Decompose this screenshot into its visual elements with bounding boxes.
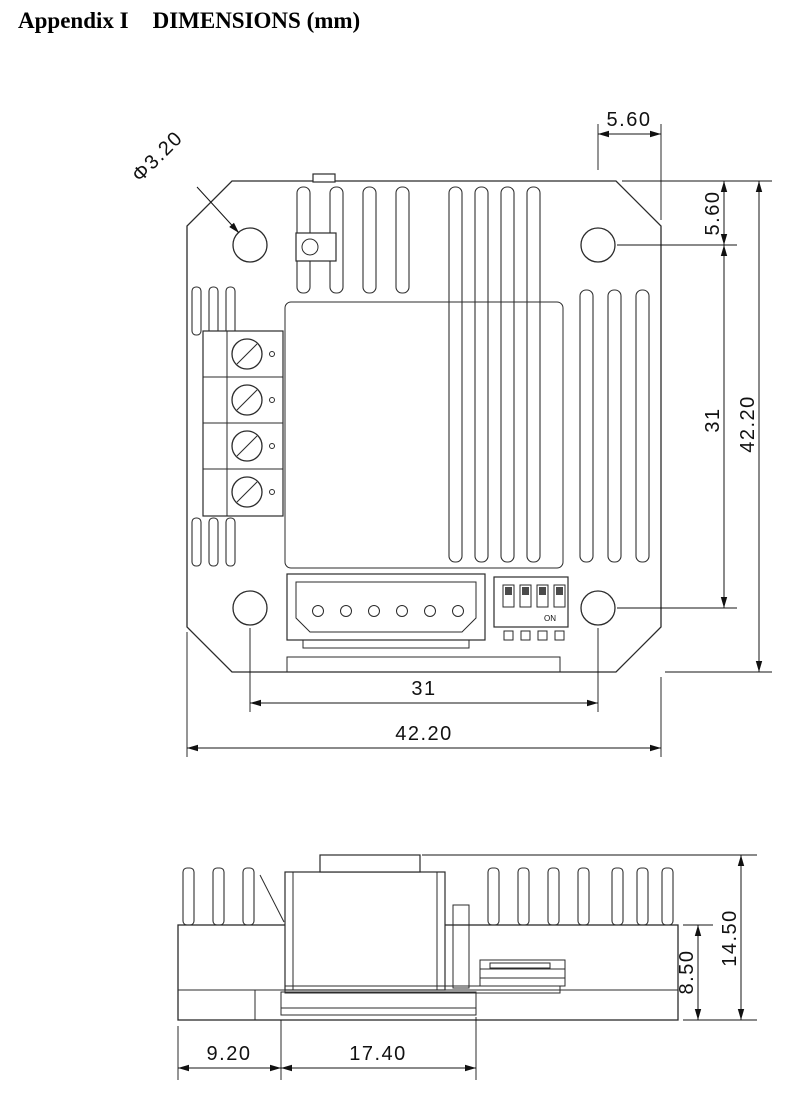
dim-side-8-50: 8.50: [676, 924, 713, 1020]
side-lower-details: [254, 959, 566, 1020]
module-outline: [186, 180, 662, 673]
heatsink-fins-center: [448, 186, 541, 563]
inner-body-outline: [284, 301, 564, 569]
side-dip: [479, 959, 566, 987]
dim-hole-diameter: Φ3.20: [128, 127, 240, 234]
heatsink-fins-right: [579, 289, 650, 563]
dim-right-5-60: 5.60: [617, 180, 772, 246]
dip-switch: ON: [493, 576, 569, 641]
dim-top-5-60-text: 5.60: [607, 109, 652, 131]
signal-connector: [286, 573, 486, 649]
title-appendix: Appendix I: [18, 8, 129, 33]
dip-on-label: ON: [544, 614, 556, 623]
dim-bottom-31-text: 31: [411, 678, 436, 700]
dim-side-9-20-text: 9.20: [207, 1043, 252, 1065]
top-tab: [312, 173, 336, 183]
mounting-holes: [232, 227, 616, 626]
dim-side-14-50: 14.50: [422, 854, 757, 1021]
aux-connector: [295, 232, 337, 262]
dim-bottom-31: 31: [249, 628, 599, 712]
heatsink-fins-left-edge: [191, 286, 236, 567]
dim-side-17-40: 17.40: [281, 1017, 477, 1080]
dim-right-31-text: 31: [702, 407, 724, 432]
case-step: [286, 656, 561, 672]
dim-side-8-50-text: 8.50: [676, 950, 698, 995]
title-dimensions: DIMENSIONS (mm): [152, 8, 361, 33]
side-terminal-block: [259, 854, 446, 991]
page-title: Appendix I DIMENSIONS (mm): [18, 8, 360, 34]
terminal-block: [202, 330, 284, 517]
side-view-dimensions: 14.50 8.50 9.20 17.40: [177, 854, 757, 1080]
top-view: ON: [186, 173, 662, 673]
dip-pins: [503, 630, 565, 641]
side-component: [452, 904, 470, 989]
dim-right-31: 31: [617, 245, 737, 609]
dim-bottom-42-20: 42.20: [186, 632, 662, 757]
dim-side-17-40-text: 17.40: [349, 1043, 407, 1065]
side-fins: [182, 867, 674, 926]
side-view: [177, 854, 679, 1021]
dim-top-5-60: 5.60: [597, 109, 662, 220]
dim-right-42-20: 42.20: [665, 181, 772, 673]
dim-bottom-42-20-text: 42.20: [395, 723, 453, 745]
dim-right-5-60-text: 5.60: [702, 191, 724, 236]
dim-hole-diameter-text: Φ3.20: [128, 127, 188, 187]
terminal-screws: [231, 338, 263, 508]
dim-right-42-20-text: 42.20: [737, 395, 759, 453]
connector-pins: [312, 605, 464, 617]
dim-side-14-50-text: 14.50: [719, 909, 741, 967]
dim-side-9-20: 9.20: [177, 1020, 282, 1080]
